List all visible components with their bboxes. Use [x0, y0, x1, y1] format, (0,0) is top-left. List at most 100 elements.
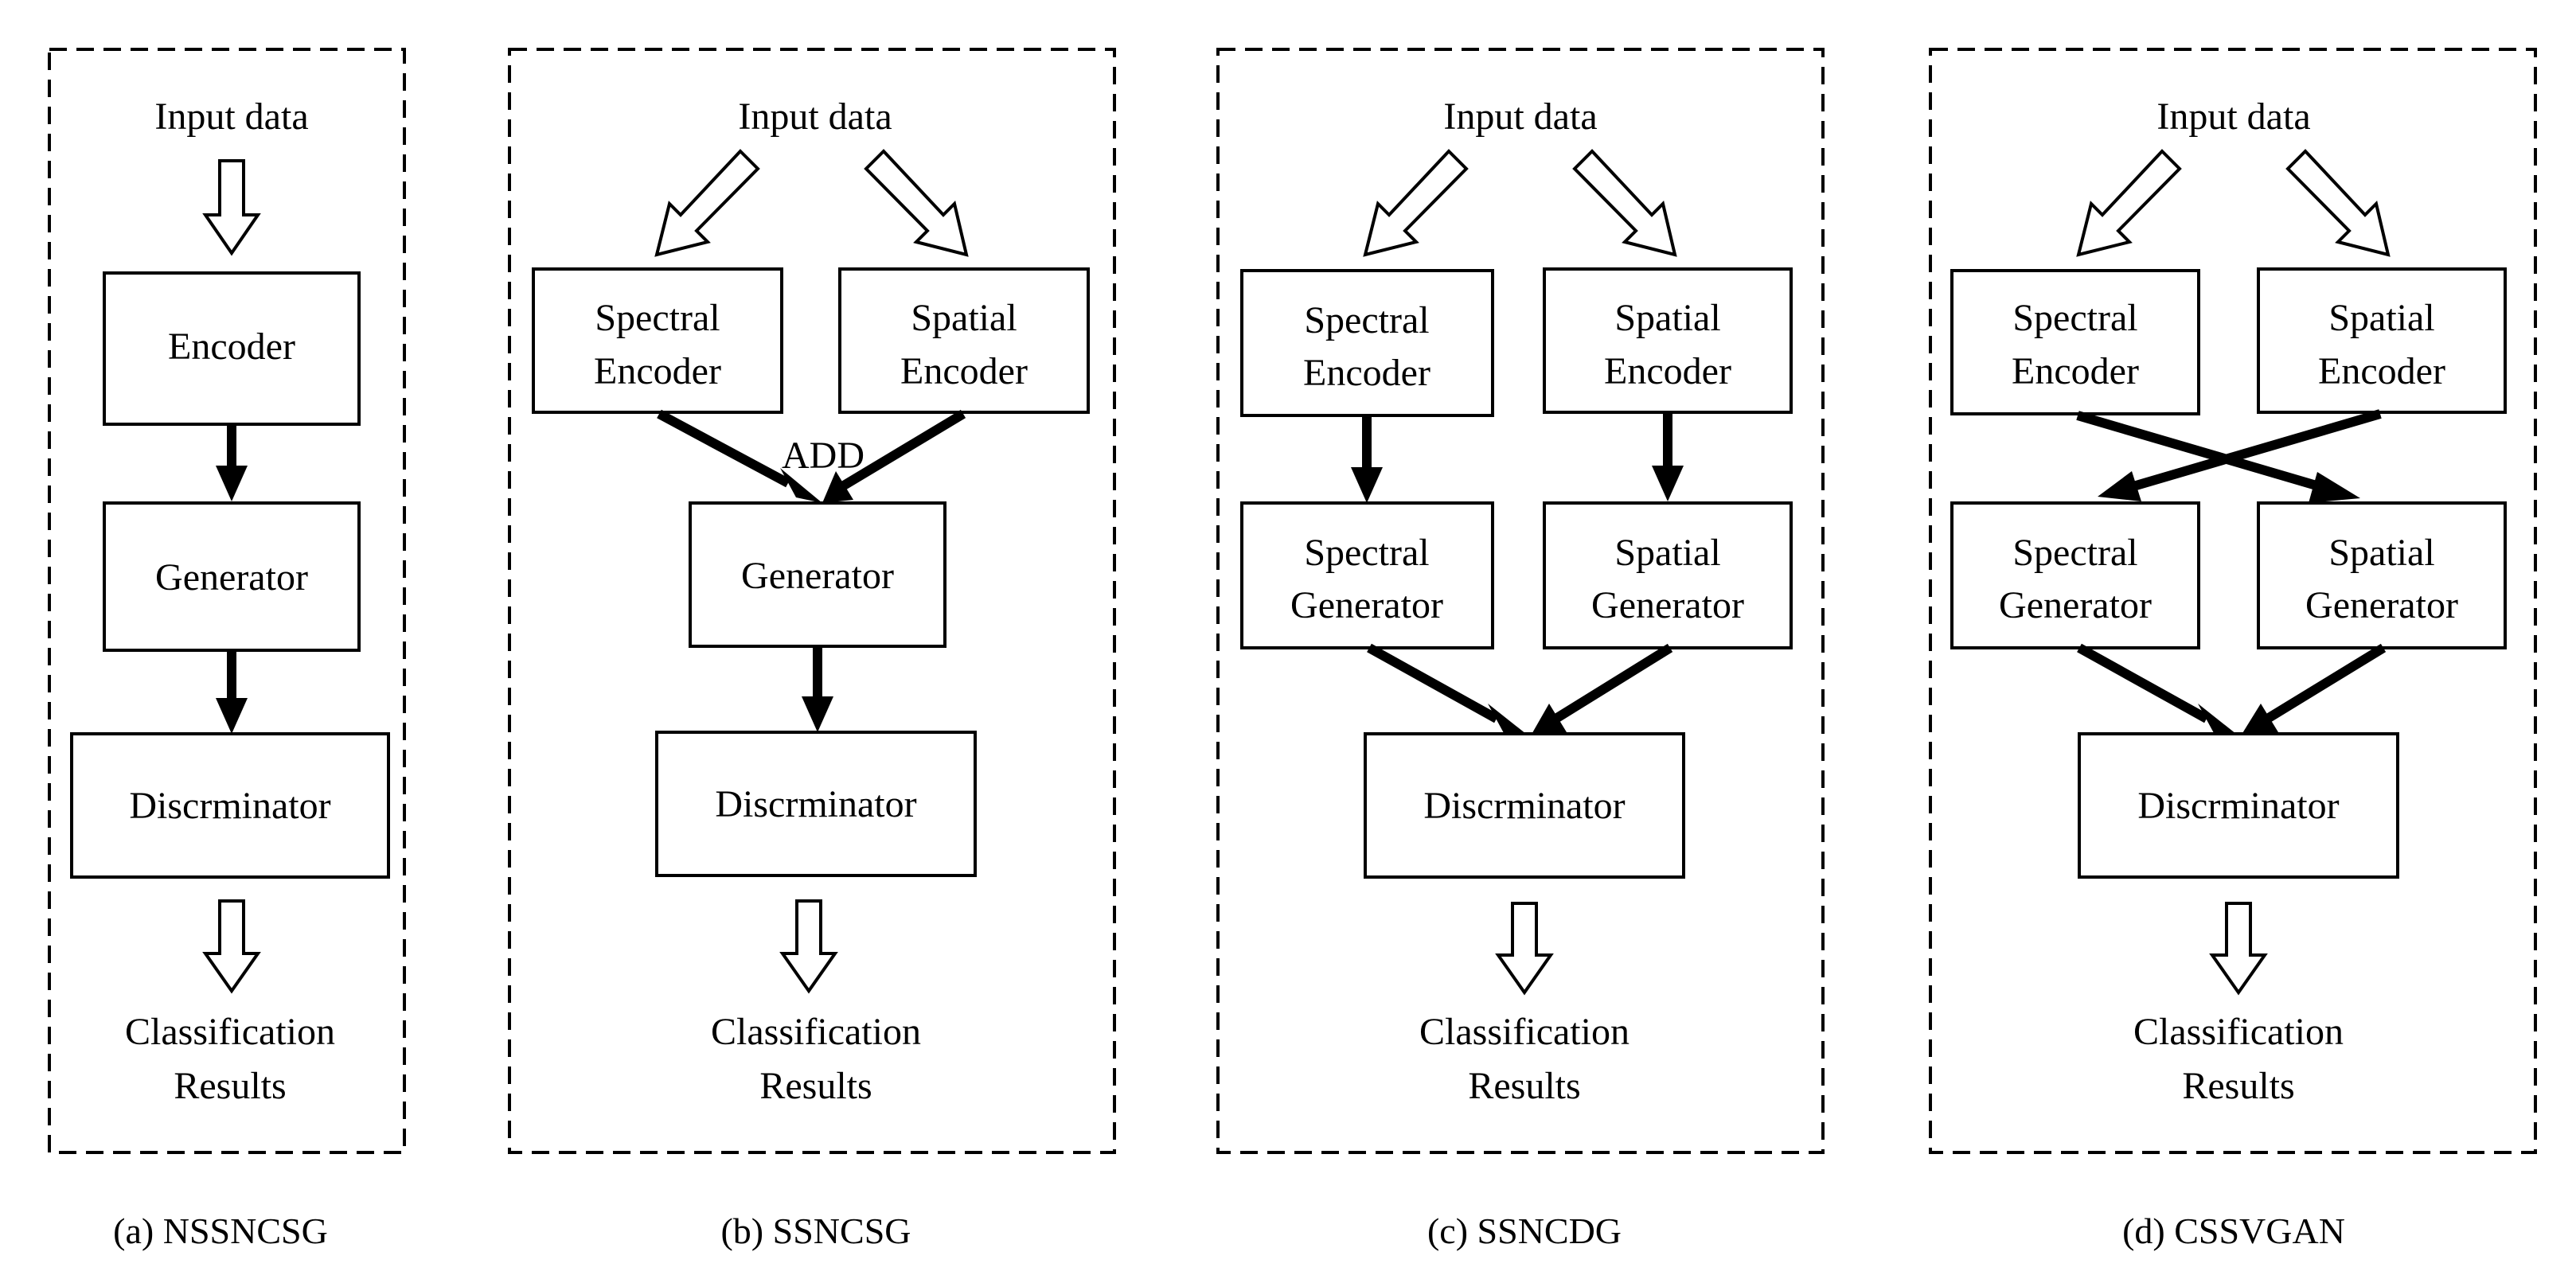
- panel-c-discriminator-box: [1364, 732, 1685, 879]
- panel-d-arrow-spatial-encoder-to-spectral-generator: [2132, 409, 2382, 491]
- panel-d-spectral-encoder-line2: Encoder: [2012, 350, 2139, 392]
- panel-c-frame: [1216, 48, 1825, 1154]
- panel-b-discriminator-label: Discrminator: [715, 783, 916, 825]
- panel-a-result-line1: Classification: [125, 1011, 335, 1053]
- panel-a-output-arrow: [202, 899, 261, 994]
- panel-b-arrow-spectral-to-generator: [657, 409, 790, 488]
- panel-d-result-line1: Classification: [2133, 1011, 2344, 1053]
- panel-c-arrow-spectral-generator-discriminator: [1367, 643, 1499, 723]
- panel-b-generator-box: [689, 501, 946, 648]
- panel-c-spatial-encoder-line1: Spatial: [1614, 297, 1720, 339]
- panel-d-spatial-generator-line2: Generator: [2305, 584, 2458, 626]
- panel-b-frame: [508, 48, 1116, 1154]
- panel-d-spatial-encoder-line2: Encoder: [2318, 350, 2445, 392]
- panel-b: Input data Spectral Encoder Spatial Enco…: [508, 48, 1116, 1251]
- panel-d-arrow-spectral-encoder-to-spatial-generator: [2076, 411, 2326, 493]
- panel-a-caption: (a) NSSNCSG: [113, 1211, 328, 1251]
- panel-b-spectral-encoder-box: [532, 267, 783, 414]
- panel-b-generator-label: Generator: [741, 555, 894, 597]
- panel-b-input-label: Input data: [738, 96, 892, 138]
- panel-b-spatial-encoder-line2: Encoder: [900, 350, 1028, 392]
- panel-d-frame: [1929, 48, 2537, 1154]
- panel-b-arrowhead-spectral-to-generator: [780, 468, 822, 503]
- panel-d-input-arrow-right: [2285, 149, 2391, 257]
- panel-d-input-label: Input data: [2156, 96, 2310, 138]
- panel-d-discriminator-box: [2078, 732, 2399, 879]
- panel-c-spatial-generator-box: [1543, 501, 1793, 649]
- panel-d-arrowhead-spatial-encoder-to-spectral-generator: [2098, 471, 2141, 501]
- panel-c-spatial-generator-line2: Generator: [1591, 584, 1744, 626]
- panel-a-input-arrow: [202, 159, 261, 256]
- panel-d-output-arrow: [2209, 902, 2268, 996]
- panel-b-caption: (b) SSNCSG: [720, 1211, 911, 1251]
- panel-a-arrowhead-generator-discriminator: [216, 698, 248, 734]
- panel-c-arrowhead-spectral-generator-discriminator: [1488, 704, 1530, 737]
- panel-b-result-line2: Results: [759, 1065, 872, 1107]
- panel-c-spatial-generator-line1: Spatial: [1614, 532, 1720, 574]
- panel-d-result-line2: Results: [2182, 1065, 2294, 1107]
- panel-a-discriminator-label: Discrminator: [129, 785, 330, 827]
- panel-d-arrowhead-spectral-generator-discriminator: [2198, 704, 2240, 737]
- panel-b-spectral-encoder-line1: Spectral: [595, 297, 720, 339]
- panel-a-encoder-label: Encoder: [168, 326, 295, 368]
- panel-c: Input data Spectral Encoder Spatial Enco…: [1216, 48, 1825, 1251]
- panel-d-arrowhead-spatial-generator-discriminator: [2240, 704, 2278, 737]
- panel-b-spatial-encoder-box: [838, 267, 1090, 414]
- panel-b-result-line1: Classification: [711, 1011, 921, 1053]
- panel-a-discriminator-box: [70, 732, 390, 879]
- panel-a-arrowhead-encoder-generator: [216, 466, 248, 501]
- panel-d-spectral-generator-line2: Generator: [1999, 584, 2152, 626]
- panel-d-caption: (d) CSSVGAN: [2122, 1211, 2345, 1251]
- panel-b-spatial-encoder-line1: Spatial: [911, 297, 1017, 339]
- panel-c-caption: (c) SSNCDG: [1427, 1211, 1622, 1251]
- panel-d-arrowhead-spectral-encoder-to-spatial-generator: [2309, 472, 2360, 503]
- panel-d-spatial-generator-box: [2257, 501, 2507, 649]
- panel-b-add-label: ADD: [782, 435, 865, 477]
- panel-c-output-arrow: [1495, 902, 1554, 996]
- panel-c-spectral-generator-line2: Generator: [1290, 584, 1443, 626]
- panel-d-arrow-spectral-generator-discriminator: [2077, 643, 2209, 723]
- panel-c-spectral-encoder-line2: Encoder: [1303, 352, 1430, 394]
- panel-c-input-arrow-left: [1363, 149, 1469, 257]
- panel-d-spectral-generator-box: [1950, 501, 2200, 649]
- panel-d-spatial-encoder-box: [2257, 267, 2507, 414]
- panel-c-result-line1: Classification: [1419, 1011, 1630, 1053]
- panel-c-input-label: Input data: [1443, 96, 1597, 138]
- panel-d-arrow-spatial-generator-discriminator: [2266, 643, 2387, 723]
- panel-b-input-arrow-right: [864, 149, 969, 257]
- panel-a-generator-box: [103, 501, 361, 652]
- panel-a-input-label: Input data: [154, 96, 308, 138]
- panel-d-input-arrow-left: [2076, 149, 2182, 257]
- panel-c-arrowhead-spectral-encoder-generator: [1351, 467, 1383, 503]
- panel-a-result-line2: Results: [174, 1065, 286, 1107]
- panel-b-arrowhead-spatial-to-generator: [822, 471, 853, 503]
- panel-b-output-arrow: [779, 899, 838, 994]
- panel-a-frame: [48, 48, 406, 1154]
- panel-d-spectral-encoder-line1: Spectral: [2012, 297, 2137, 339]
- panel-c-spectral-encoder-line1: Spectral: [1304, 299, 1429, 341]
- panel-c-spectral-generator-box: [1240, 501, 1494, 649]
- panel-a: Input data Encoder Generator Discrminato…: [48, 48, 406, 1251]
- panel-c-spatial-encoder-box: [1543, 267, 1793, 414]
- panel-c-input-arrow-right: [1572, 149, 1677, 257]
- panel-d-spectral-encoder-box: [1950, 269, 2200, 415]
- panel-a-generator-label: Generator: [155, 556, 308, 599]
- panel-c-spectral-generator-line1: Spectral: [1304, 532, 1429, 574]
- panel-d-discriminator-label: Discrminator: [2137, 785, 2339, 827]
- panel-d-spectral-generator-line1: Spectral: [2012, 532, 2137, 574]
- panel-c-spatial-encoder-line2: Encoder: [1604, 350, 1731, 392]
- panel-b-arrow-spatial-to-generator: [841, 409, 966, 490]
- panel-c-arrowhead-spatial-generator-discriminator: [1530, 704, 1567, 737]
- panel-c-arrow-spatial-generator-discriminator: [1554, 643, 1673, 723]
- panel-b-discriminator-box: [655, 731, 977, 877]
- panel-d-spatial-generator-line1: Spatial: [2328, 532, 2434, 574]
- panel-c-discriminator-label: Discrminator: [1423, 785, 1625, 827]
- panel-b-arrowhead-generator-discriminator: [802, 696, 833, 732]
- panel-d: Input data Spectral Encoder Spatial Enco…: [1929, 48, 2537, 1251]
- panel-c-arrowhead-spatial-encoder-generator: [1652, 466, 1684, 501]
- panel-b-spectral-encoder-line2: Encoder: [594, 350, 721, 392]
- panel-c-result-line2: Results: [1468, 1065, 1580, 1107]
- panel-b-input-arrow-left: [654, 149, 760, 257]
- panel-c-spectral-encoder-box: [1240, 269, 1494, 417]
